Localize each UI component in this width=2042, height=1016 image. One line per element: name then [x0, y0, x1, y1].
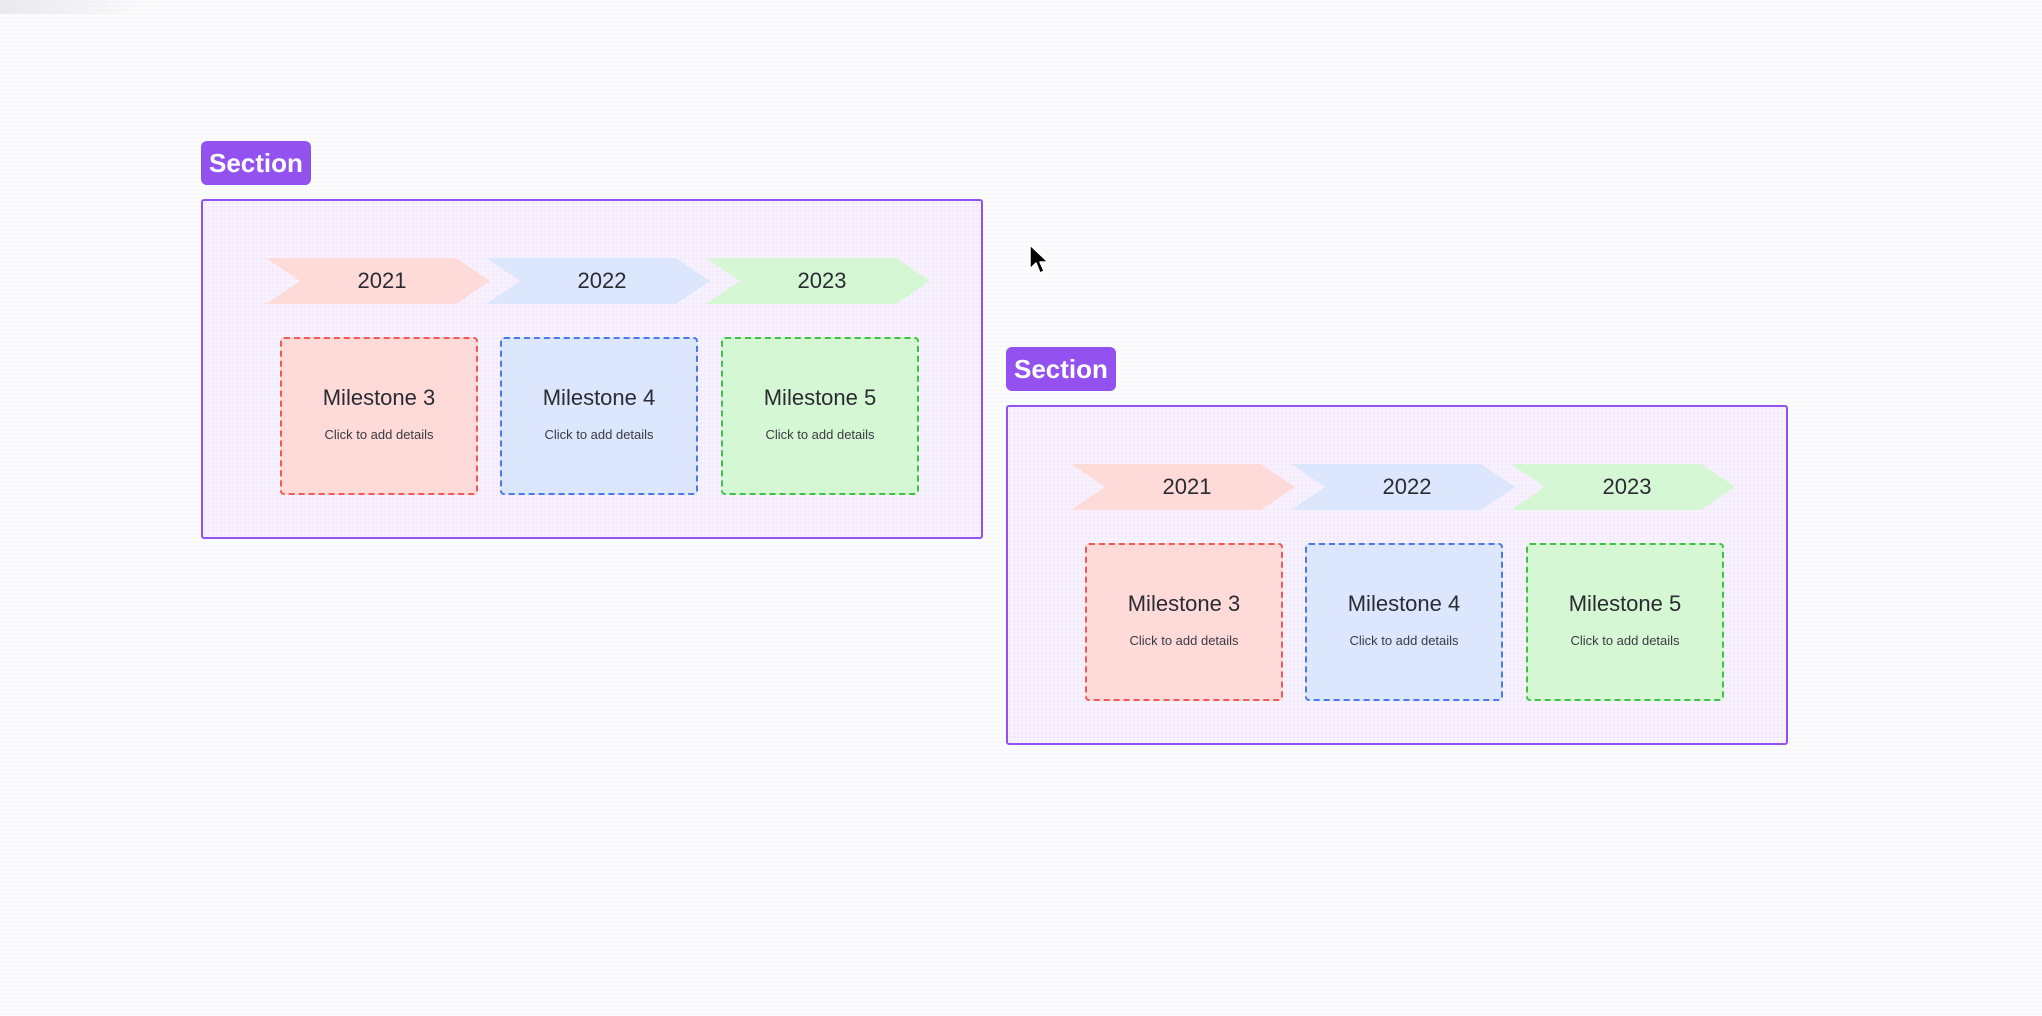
timeline-arrow-2022[interactable]: 2022	[486, 258, 710, 304]
timeline-arrow-2022[interactable]: 2022	[1291, 464, 1515, 510]
milestone-card[interactable]: Milestone 5 Click to add details	[721, 337, 919, 495]
timeline-arrow-2023[interactable]: 2023	[706, 258, 930, 304]
milestone-details: Click to add details	[544, 427, 654, 442]
timeline-arrow-2023[interactable]: 2023	[1511, 464, 1735, 510]
milestone-details: Click to add details	[765, 427, 875, 442]
milestone-details: Click to add details	[1570, 633, 1680, 648]
section-label[interactable]: Section	[1006, 347, 1116, 391]
section-frame[interactable]: 2021 2022 2023 Milestone 3 Click to add …	[201, 199, 983, 539]
milestone-card[interactable]: Milestone 3 Click to add details	[280, 337, 478, 495]
section-frame[interactable]: 2021 2022 2023 Milestone 3 Click to add …	[1006, 405, 1788, 745]
section-label[interactable]: Section	[201, 141, 311, 185]
milestone-card[interactable]: Milestone 5 Click to add details	[1526, 543, 1724, 701]
timeline-arrow-2021[interactable]: 2021	[266, 258, 490, 304]
milestone-details: Click to add details	[1129, 633, 1239, 648]
milestone-card[interactable]: Milestone 4 Click to add details	[1305, 543, 1503, 701]
milestone-title: Milestone 4	[1347, 591, 1461, 616]
milestone-title: Milestone 5	[763, 385, 877, 410]
top-left-overlay	[0, 0, 150, 14]
milestone-details: Click to add details	[1349, 633, 1459, 648]
milestone-title: Milestone 3	[322, 385, 436, 410]
milestone-details: Click to add details	[324, 427, 434, 442]
milestone-title: Milestone 5	[1568, 591, 1682, 616]
milestone-title: Milestone 3	[1127, 591, 1241, 616]
milestone-title: Milestone 4	[542, 385, 656, 410]
milestone-card[interactable]: Milestone 3 Click to add details	[1085, 543, 1283, 701]
mouse-pointer-icon	[1029, 244, 1049, 274]
timeline-arrow-2021[interactable]: 2021	[1071, 464, 1295, 510]
milestone-card[interactable]: Milestone 4 Click to add details	[500, 337, 698, 495]
